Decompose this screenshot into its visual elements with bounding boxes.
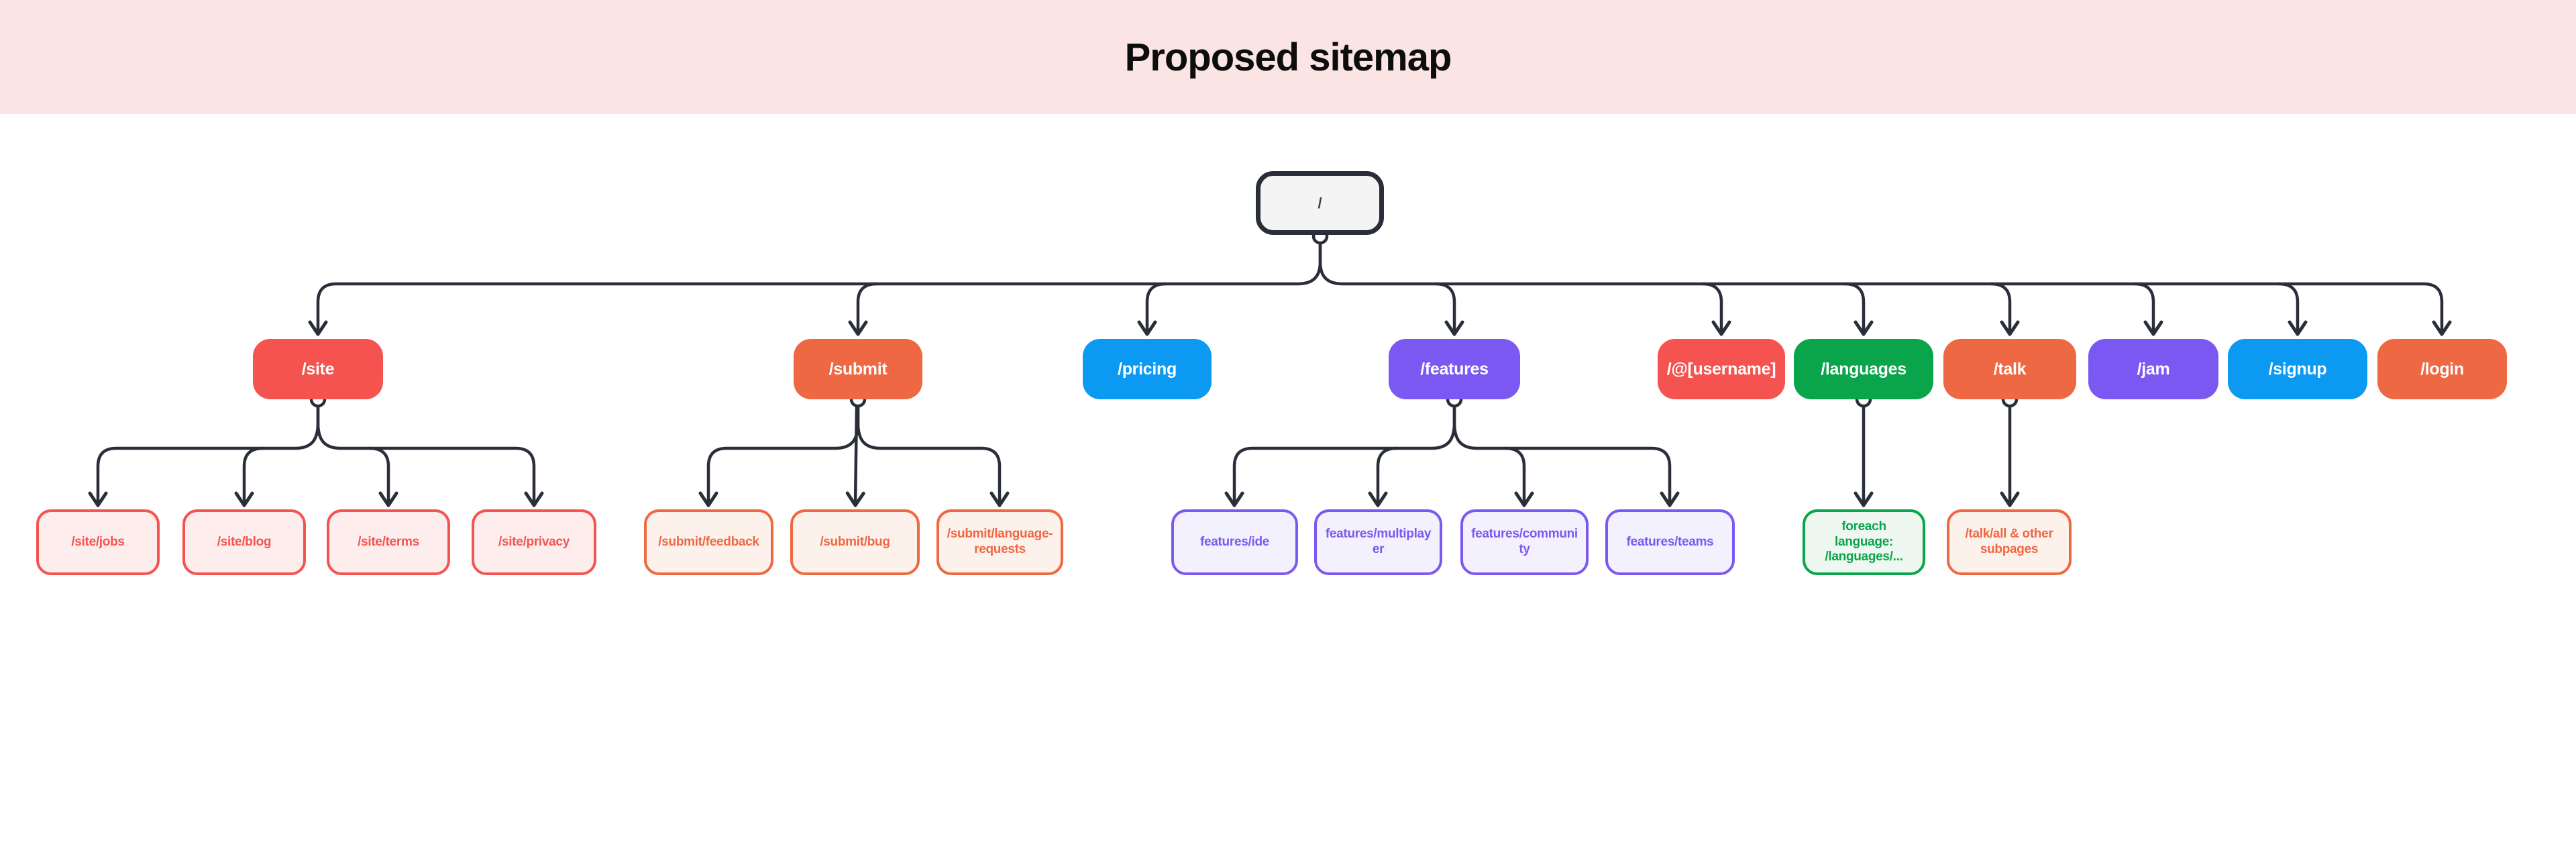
node-features-teams-label: features/teams [1626, 534, 1714, 549]
node-root-label: / [1318, 194, 1322, 211]
node-username: /@[username] [1658, 339, 1785, 399]
node-jam-label: /jam [2137, 359, 2170, 378]
node-features-community-label: features/community [1471, 527, 1578, 556]
node-pricing: /pricing [1083, 339, 1212, 399]
node-features: /features [1389, 339, 1520, 399]
node-languages-foreach: foreach language: /languages/... [1803, 509, 1925, 575]
node-submit-language-requests-label: /submit/language-requests [947, 527, 1053, 556]
node-site-label: /site [301, 359, 335, 378]
node-site-jobs: /site/jobs [36, 509, 160, 575]
node-talk-all-label: /talk/all & other subpages [1965, 527, 2053, 556]
node-submit-feedback-label: /submit/feedback [658, 534, 759, 549]
node-languages-label: /languages [1821, 359, 1907, 378]
node-login-label: /login [2420, 359, 2464, 378]
node-site: /site [253, 339, 383, 399]
node-site-privacy: /site/privacy [472, 509, 596, 575]
node-talk-all: /talk/all & other subpages [1947, 509, 2072, 575]
node-talk: /talk [1943, 339, 2076, 399]
node-features-ide: features/ide [1171, 509, 1298, 575]
node-site-terms: /site/terms [327, 509, 450, 575]
node-submit-feedback: /submit/feedback [644, 509, 773, 575]
node-login: /login [2377, 339, 2507, 399]
node-features-multiplayer-label: features/multiplayer [1325, 527, 1432, 556]
node-features-multiplayer: features/multiplayer [1314, 509, 1442, 575]
node-signup: /signup [2228, 339, 2367, 399]
node-signup-label: /signup [2268, 359, 2327, 378]
header-band: Proposed sitemap [0, 0, 2576, 114]
node-site-privacy-label: /site/privacy [498, 534, 570, 549]
node-features-community: features/community [1460, 509, 1589, 575]
node-features-ide-label: features/ide [1199, 534, 1270, 549]
page-title: Proposed sitemap [1124, 35, 1452, 79]
node-site-blog: /site/blog [182, 509, 306, 575]
node-talk-label: /talk [1993, 359, 2027, 378]
node-pricing-label: /pricing [1118, 359, 1177, 378]
node-site-terms-label: /site/terms [358, 534, 419, 549]
node-languages: /languages [1794, 339, 1933, 399]
node-jam: /jam [2088, 339, 2218, 399]
node-submit-label: /submit [828, 359, 888, 378]
node-languages-foreach-label: foreach language: /languages/... [1825, 519, 1903, 564]
node-username-label: /@[username] [1666, 359, 1776, 378]
node-features-label: /features [1420, 359, 1489, 378]
node-submit-bug-label: /submit/bug [820, 534, 890, 549]
node-site-jobs-label: /site/jobs [71, 534, 125, 549]
node-site-blog-label: /site/blog [217, 534, 272, 549]
node-submit-language-requests: /submit/language-requests [936, 509, 1063, 575]
node-features-teams: features/teams [1605, 509, 1735, 575]
node-submit-bug: /submit/bug [790, 509, 920, 575]
node-root: / [1256, 171, 1384, 235]
connector-lines [88, 242, 2452, 507]
node-submit: /submit [794, 339, 922, 399]
